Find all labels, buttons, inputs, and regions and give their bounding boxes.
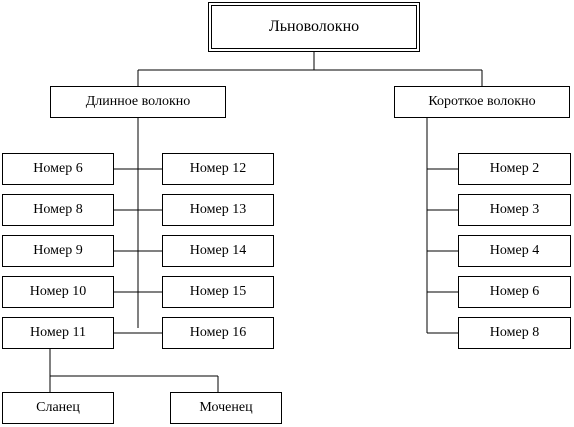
sub-item-slanets: Сланец xyxy=(2,392,114,424)
short-item: Номер 4 xyxy=(458,235,571,267)
sub-item-mochenets: Моченец xyxy=(170,392,282,424)
root-node: Льноволокно xyxy=(208,2,420,52)
long-left-item: Номер 8 xyxy=(2,194,114,226)
short-fiber-node: Короткое волокно xyxy=(394,86,570,118)
long-left-item: Номер 11 xyxy=(2,317,114,349)
long-right-item: Номер 15 xyxy=(162,276,274,308)
long-right-item: Номер 14 xyxy=(162,235,274,267)
long-right-item: Номер 13 xyxy=(162,194,274,226)
long-left-item: Номер 6 xyxy=(2,153,114,185)
long-right-item: Номер 16 xyxy=(162,317,274,349)
short-item: Номер 8 xyxy=(458,317,571,349)
short-item: Номер 3 xyxy=(458,194,571,226)
long-left-item: Номер 9 xyxy=(2,235,114,267)
root-node-label: Льноволокно xyxy=(211,5,417,49)
long-right-item: Номер 12 xyxy=(162,153,274,185)
long-fiber-node: Длинное волокно xyxy=(50,86,226,118)
long-left-item: Номер 10 xyxy=(2,276,114,308)
short-item: Номер 2 xyxy=(458,153,571,185)
short-item: Номер 6 xyxy=(458,276,571,308)
